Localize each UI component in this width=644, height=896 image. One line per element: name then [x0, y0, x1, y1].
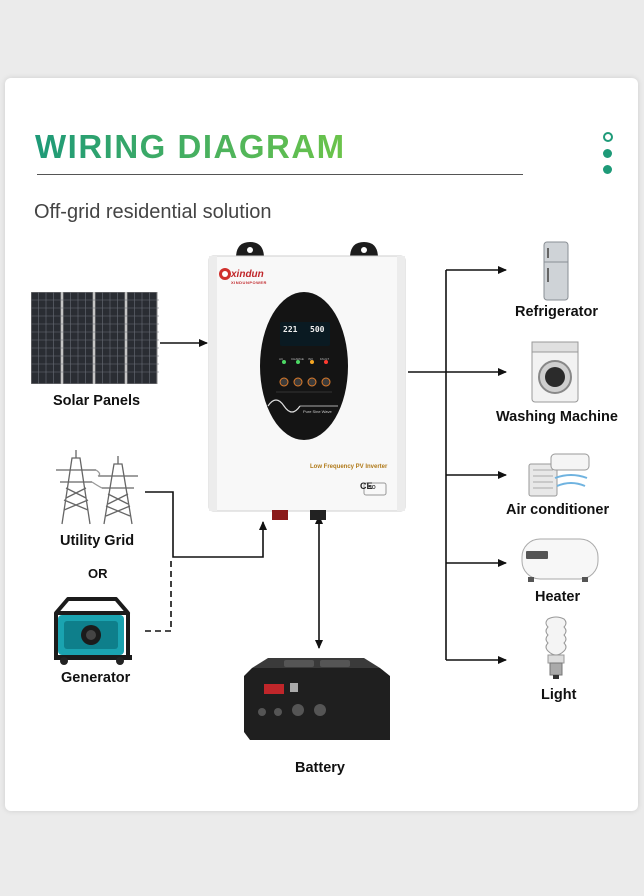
inverter-model-text: Low Frequency PV Inverter [310, 464, 388, 470]
solar-panels-label: Solar Panels [53, 393, 141, 409]
page-title: WIRING DIAGRAM [35, 128, 346, 165]
inverter-ce-mark: CE [360, 481, 373, 491]
air-conditioner-icon [528, 453, 590, 497]
load-label-air-conditioner: Air conditioner [506, 502, 610, 518]
generator-label: Generator [61, 670, 131, 686]
load-label-light: Light [541, 687, 577, 703]
inverter-led-label-inv: INV [308, 357, 314, 361]
inverter-brand: xindun [231, 269, 264, 280]
inverter-image [208, 242, 406, 520]
load-label-washing-machine: Washing Machine [496, 409, 618, 425]
light-bulb-icon [545, 616, 567, 679]
inverter-iso-mark: ISO [367, 485, 376, 491]
menu-dots-icon [603, 132, 613, 181]
utility-grid-tower-icon [56, 450, 138, 525]
grid-wire [145, 491, 267, 558]
solar-panels-image [31, 292, 159, 384]
battery-label: Battery [295, 760, 345, 776]
inverter-brand-sub: XINDUNPOWER [231, 280, 267, 285]
title-divider [37, 174, 523, 175]
refrigerator-icon [543, 241, 569, 301]
inverter-lcd-left: 221 [283, 325, 298, 334]
load-label-heater: Heater [535, 589, 581, 605]
inverter-led-label-charge: CHARGE [291, 357, 304, 361]
inverter-lcd-right: 500 [310, 325, 325, 334]
load-label-refrigerator: Refrigerator [515, 304, 598, 320]
water-heater-icon [521, 538, 599, 582]
or-label: OR [88, 566, 108, 581]
page-subtitle: Off-grid residential solution [34, 201, 272, 223]
utility-grid-label: Utility Grid [60, 533, 135, 549]
inverter-led-label-fault: FAULT [320, 357, 330, 361]
generator-image [54, 597, 132, 665]
battery-image [244, 658, 390, 740]
inverter-wave-text: Pure Sine Wave [303, 409, 332, 414]
inverter-led-label-ac: AC [279, 357, 284, 361]
washing-machine-icon [531, 341, 579, 403]
generator-wire [145, 560, 172, 632]
